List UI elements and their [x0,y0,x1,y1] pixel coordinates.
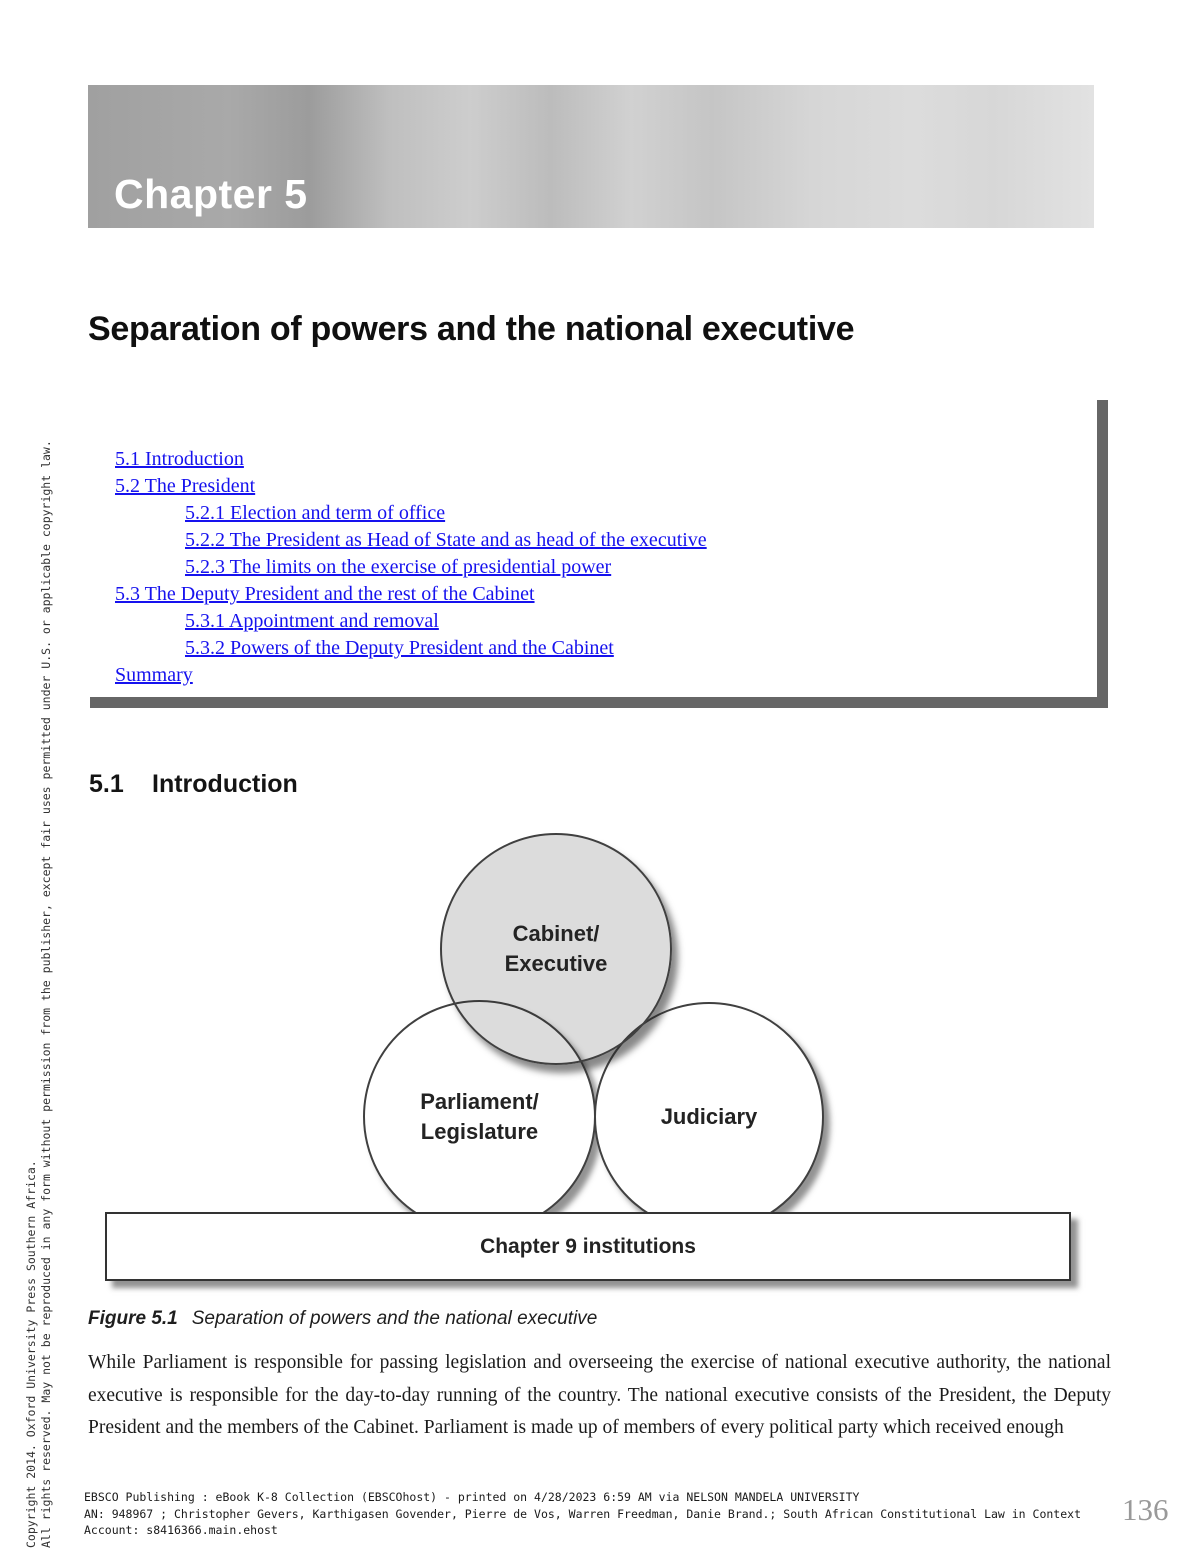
rights-reserved-line: All rights reserved. May not be reproduc… [39,440,53,1548]
toc-link-the-president[interactable]: 5.2 The President [115,475,256,497]
section-heading-text: Introduction [152,770,298,798]
figure-chapter9-bar-label: Chapter 9 institutions [480,1234,696,1258]
footer: EBSCO Publishing : eBook K-8 Collection … [84,1489,1081,1539]
footer-line-account: Account: s8416366.main.ehost [84,1523,278,1537]
figure-circle-parliament-label: Parliament/ Legislature [420,1088,539,1144]
figure-circle-judiciary: Judiciary [594,1002,824,1232]
chapter-banner: Chapter 5 [88,85,1094,228]
toc-link-introduction[interactable]: 5.1 Introduction [115,448,244,470]
table-of-contents: 5.1 Introduction 5.2 The President 5.2.1… [90,400,1108,708]
toc-link-election-and-term[interactable]: 5.2.1 Election and term of office [185,502,446,524]
figure-caption: Figure 5.1 Separation of powers and the n… [88,1308,597,1330]
figure-circle-judiciary-label: Judiciary [660,1104,758,1129]
section-heading: 5.1 Introduction [89,770,298,799]
figure-chapter9-bar: Chapter 9 institutions [105,1212,1071,1281]
figure-caption-text: Separation of powers and the national ex… [191,1308,598,1329]
page-title: Separation of powers and the national ex… [88,310,855,348]
figure-caption-label: Figure 5.1 [88,1308,178,1329]
footer-line-publishing: EBSCO Publishing : eBook K-8 Collection … [84,1490,860,1504]
copyright-line: Copyright 2014. Oxford University Press … [24,1160,38,1548]
toc-link-appointment-removal[interactable]: 5.3.1 Appointment and removal [185,610,439,632]
vertical-copyright-notice: Copyright 2014. Oxford University Press … [24,440,54,1548]
toc-link-limits-presidential-power[interactable]: 5.2.3 The limits on the exercise of pres… [185,556,612,578]
toc-link-summary[interactable]: Summary [115,664,193,686]
page-number: 136 [1122,1492,1169,1527]
figure-circle-executive: Cabinet/ Executive [440,833,672,1065]
toc-link-head-of-state[interactable]: 5.2.2 The President as Head of State and… [185,529,707,551]
figure-circle-executive-label: Cabinet/ Executive [504,921,608,976]
chapter-banner-title: Chapter 5 [114,171,308,217]
body-paragraph: While Parliament is responsible for pass… [88,1352,1111,1438]
footer-line-accession: AN: 948967 ; Christopher Gevers, Karthig… [84,1506,1081,1521]
section-number: 5.1 [89,770,124,798]
toc-link-powers-deputy-cabinet[interactable]: 5.3.2 Powers of the Deputy President and… [185,637,614,659]
toc-link-deputy-president-cabinet[interactable]: 5.3 The Deputy President and the rest of… [115,583,535,605]
